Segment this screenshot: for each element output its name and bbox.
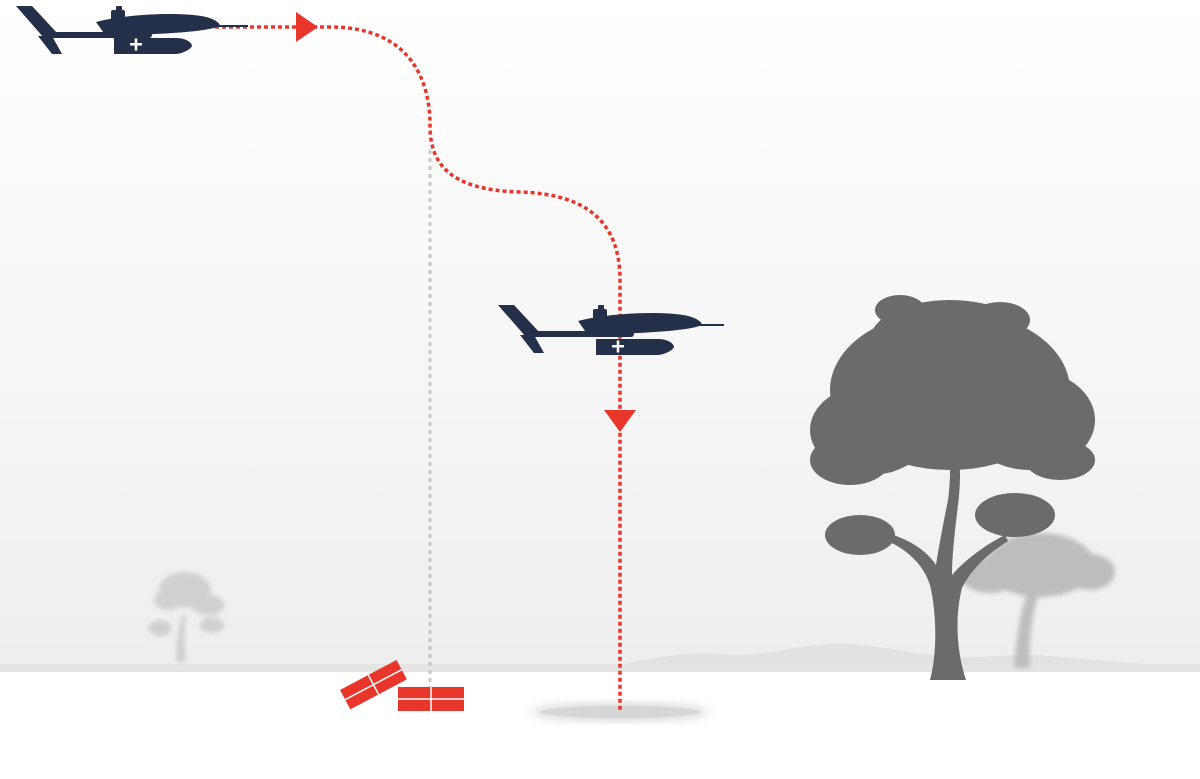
drone-top bbox=[16, 6, 248, 54]
background-tree-right bbox=[960, 533, 1115, 668]
package-flat bbox=[398, 687, 464, 711]
package-tilted bbox=[340, 659, 407, 710]
arrow-triangle-icon bbox=[296, 12, 318, 42]
arrow-triangle-icon bbox=[604, 410, 636, 432]
tree-trunk bbox=[880, 418, 1008, 680]
drone-center bbox=[498, 305, 724, 355]
flight-path bbox=[215, 25, 622, 710]
tree bbox=[810, 295, 1095, 680]
ground-strip bbox=[0, 664, 1200, 674]
drop-zone-ellipse bbox=[540, 706, 700, 718]
background-tree-left bbox=[148, 572, 224, 662]
ground-foreground bbox=[0, 672, 1200, 779]
